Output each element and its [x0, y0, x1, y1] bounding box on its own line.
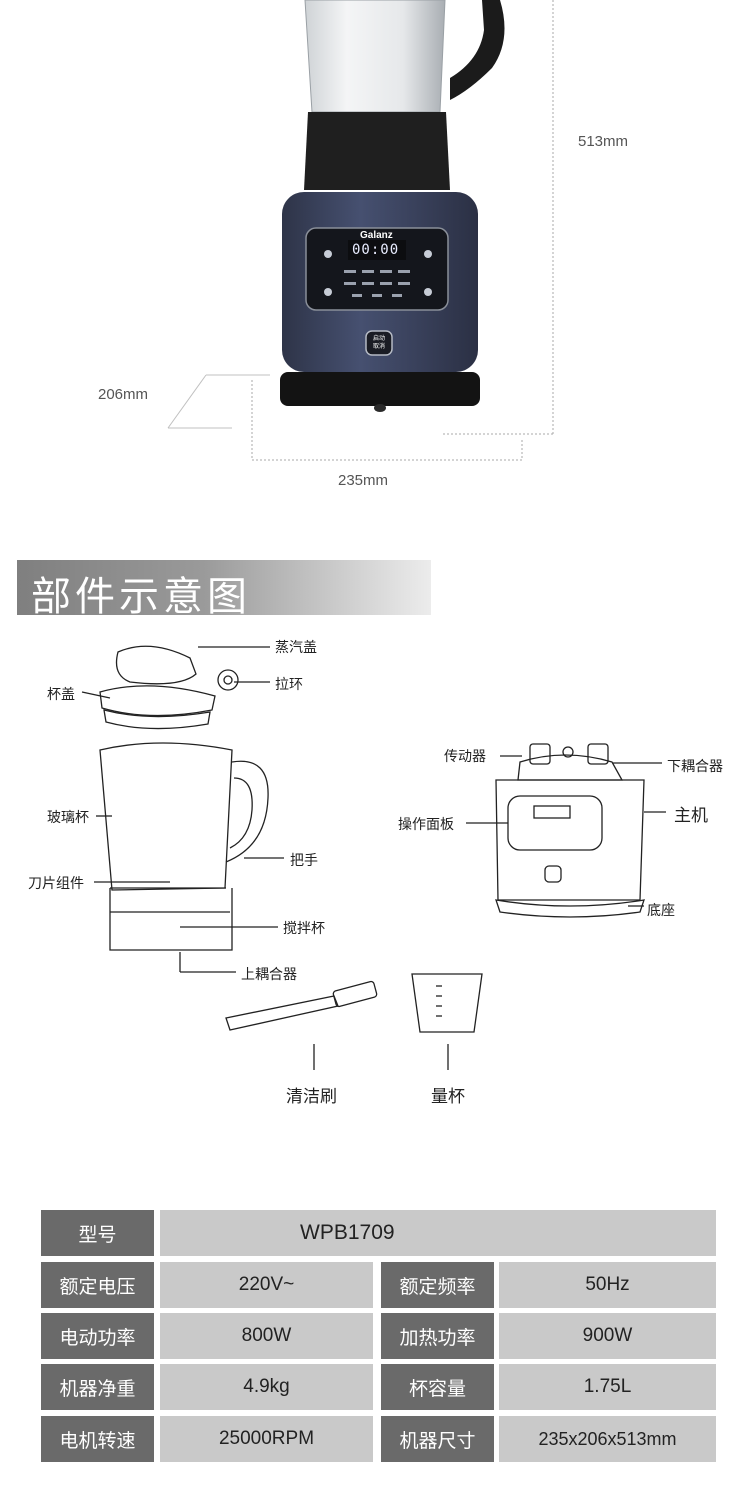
display-readout: 00:00	[352, 242, 400, 258]
spec-val: 235x206x513mm	[499, 1416, 716, 1462]
spec-val: 220V~	[160, 1262, 373, 1308]
spec-val: 900W	[499, 1313, 716, 1359]
spec-key: 加热功率	[381, 1313, 494, 1359]
parts-diagram: 蒸汽盖 拉环 杯盖 玻璃杯 把手 刀片组件 搅拌杯 上耦合器 传动器 下耦合器 …	[0, 630, 750, 1120]
label-drive: 传动器	[444, 749, 486, 765]
label-cleaning-brush: 清洁刷	[286, 1087, 337, 1107]
spec-key: 额定电压	[41, 1262, 154, 1308]
label-main-unit: 主机	[674, 806, 708, 826]
label-measuring-cup: 量杯	[431, 1087, 465, 1107]
cancel-label: 取消	[372, 343, 385, 350]
spec-val: 4.9kg	[160, 1364, 373, 1410]
label-base: 底座	[647, 903, 675, 919]
label-control-panel: 操作面板	[398, 817, 454, 833]
spec-key: 电动功率	[41, 1313, 154, 1359]
label-cup-lid: 杯盖	[47, 687, 75, 703]
height-dimension: 513mm	[578, 133, 629, 150]
brand-logo: Galanz	[360, 230, 393, 241]
blender-photo	[167, 0, 554, 461]
spec-val: 800W	[160, 1313, 373, 1359]
start-cancel-button: 启动 取消	[367, 335, 391, 351]
depth-dimension: 206mm	[98, 386, 149, 403]
section-title: 部件示意图	[31, 574, 251, 620]
label-blade-assembly: 刀片组件	[28, 876, 84, 892]
label-pull-ring: 拉环	[275, 677, 303, 693]
start-label: 启动	[372, 335, 385, 342]
spec-val: 25000RPM	[160, 1416, 373, 1462]
spec-table: 型号 WPB1709 额定电压 220V~ 额定频率 50Hz 电动功率 800…	[0, 1208, 750, 1468]
spec-key: 杯容量	[381, 1364, 494, 1410]
spec-key: 额定频率	[381, 1262, 494, 1308]
spec-key: 电机转速	[41, 1416, 154, 1462]
spec-val: 1.75L	[499, 1364, 716, 1410]
spec-key-model: 型号	[41, 1210, 154, 1256]
width-dimension: 235mm	[338, 472, 389, 489]
label-lower-coupler: 下耦合器	[667, 759, 723, 775]
parts-line-drawing	[81, 645, 666, 1070]
label-upper-coupler: 上耦合器	[241, 967, 297, 983]
label-handle: 把手	[290, 853, 318, 869]
spec-val: 50Hz	[499, 1262, 716, 1308]
spec-val-model: WPB1709	[160, 1210, 716, 1256]
spec-key: 机器尺寸	[381, 1416, 494, 1462]
label-mixing-cup: 搅拌杯	[283, 921, 325, 937]
section-heading: 部件示意图	[17, 560, 431, 620]
label-glass-cup: 玻璃杯	[47, 810, 89, 826]
spec-key: 机器净重	[41, 1364, 154, 1410]
product-dimension-image: Galanz 00:00 启动 取消 513mm 206mm 235mm	[0, 0, 750, 520]
label-steam-lid: 蒸汽盖	[275, 640, 317, 656]
